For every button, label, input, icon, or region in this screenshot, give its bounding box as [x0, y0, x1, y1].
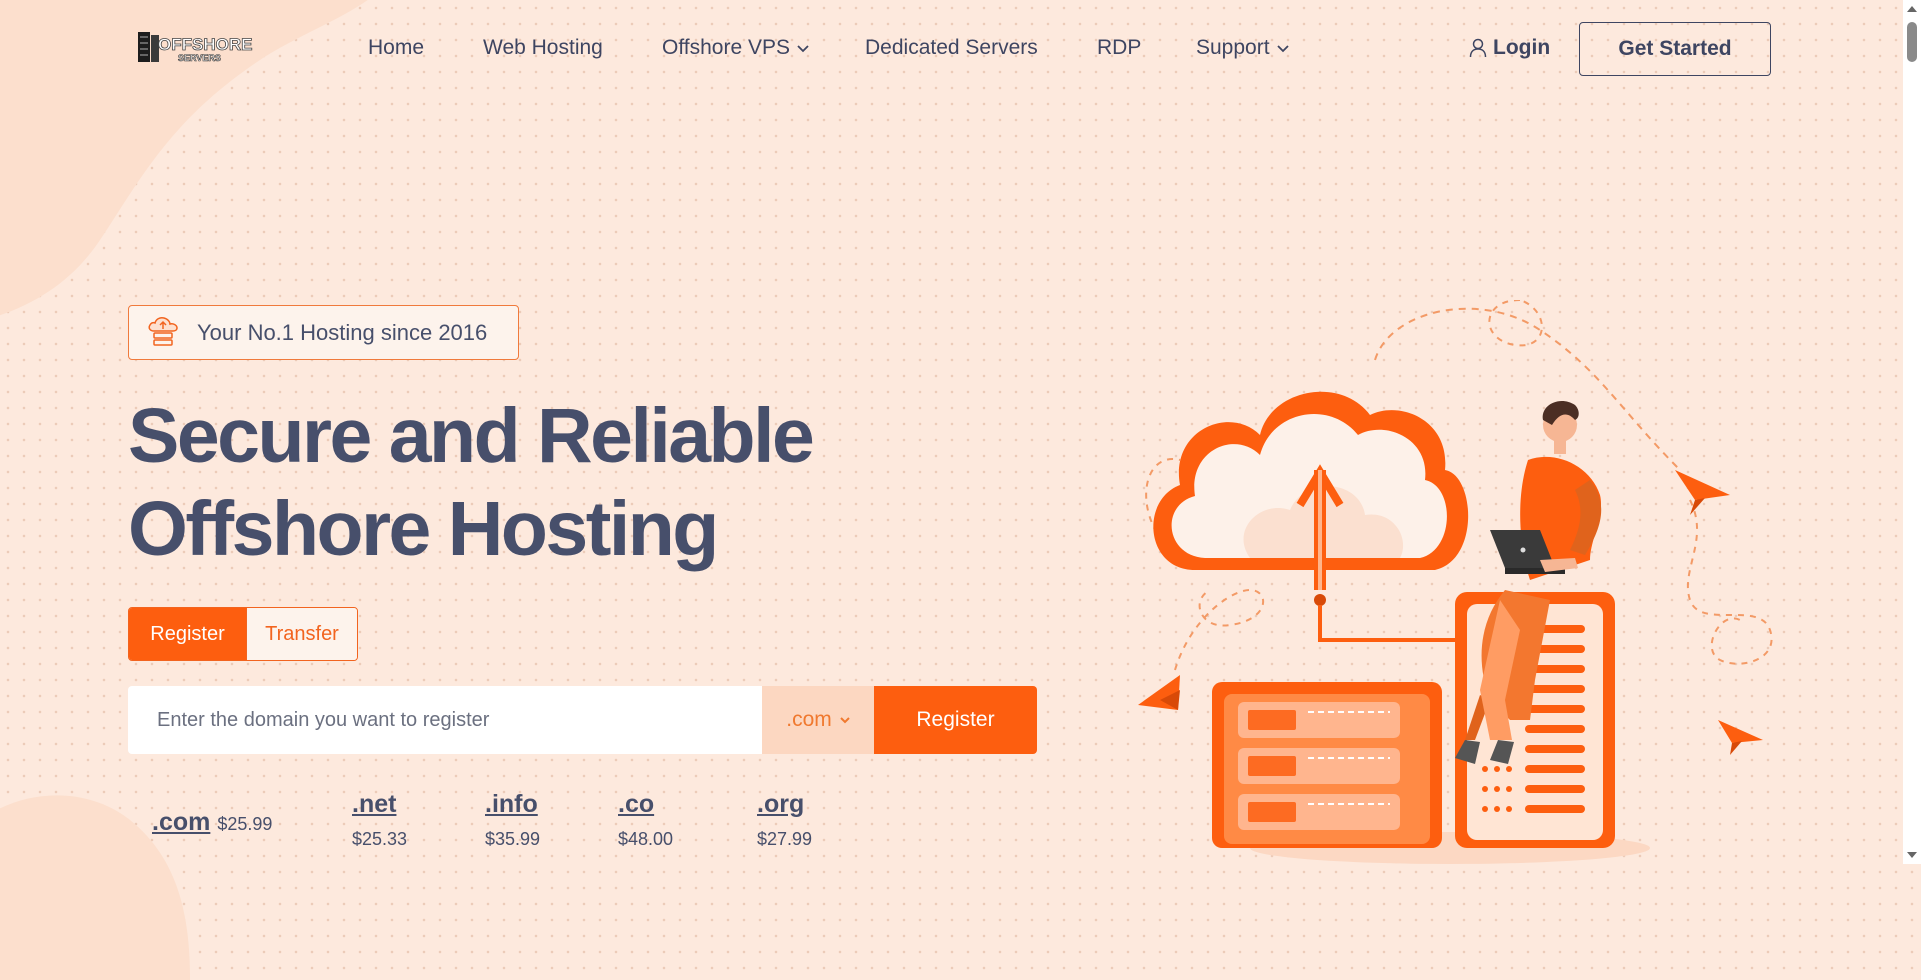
nav-rdp[interactable]: RDP — [1097, 36, 1141, 60]
cloud-server-icon — [148, 316, 178, 346]
nav-label: Web Hosting — [483, 36, 603, 59]
chevron-down-icon — [1276, 45, 1289, 53]
nav-web-hosting[interactable]: Web Hosting — [483, 36, 603, 60]
register-submit-button[interactable]: Register — [874, 686, 1037, 754]
nav-offshore-vps[interactable]: Offshore VPS — [662, 36, 810, 60]
tld-price: $35.99 — [485, 829, 541, 849]
tld-name[interactable]: .com — [152, 808, 211, 836]
svg-text:SERVERS: SERVERS — [178, 53, 221, 63]
nav-support[interactable]: Support — [1196, 36, 1290, 60]
domain-search-input[interactable] — [128, 686, 762, 754]
main-nav: Home Web Hosting Offshore VPS Dedicated … — [0, 0, 1921, 100]
domain-search: .com Register — [128, 686, 1037, 754]
user-icon — [1469, 38, 1487, 58]
tld-price: $48.00 — [618, 829, 674, 849]
tld-item: .com $25.99 — [152, 808, 272, 837]
nav-home[interactable]: Home — [368, 36, 424, 60]
tld-item: .net $25.33 — [352, 790, 407, 850]
page-scrollbar[interactable] — [1903, 0, 1921, 864]
badge-text: Your No.1 Hosting since 2016 — [197, 319, 488, 345]
tab-transfer[interactable]: Transfer — [246, 608, 357, 660]
tld-item: .co $48.00 — [618, 790, 673, 850]
brand-logo[interactable]: OFFSHORE SERVERS — [138, 30, 264, 66]
domain-tabs: Register Transfer — [128, 607, 358, 661]
nav-dedicated-servers[interactable]: Dedicated Servers — [865, 36, 1038, 60]
login-label: Login — [1493, 36, 1551, 59]
tld-name[interactable]: .net — [352, 790, 397, 818]
svg-text:OFFSHORE: OFFSHORE — [158, 35, 252, 54]
tld-select-value: .com — [786, 708, 832, 731]
tld-name[interactable]: .co — [618, 790, 655, 818]
hero-illustration — [1138, 300, 1773, 864]
hero-title-line1: Secure and Reliable — [128, 393, 815, 479]
hero-badge: Your No.1 Hosting since 2016 — [128, 305, 519, 360]
scroll-thumb[interactable] — [1907, 22, 1917, 62]
scroll-up-arrow[interactable] — [1907, 6, 1917, 12]
chevron-down-icon — [797, 45, 809, 53]
chevron-down-icon — [840, 717, 850, 724]
hero-title: Secure and Reliable Offshore Hosting — [128, 390, 888, 576]
tld-price: $27.99 — [757, 829, 813, 849]
nav-label: Offshore VPS — [662, 36, 791, 59]
hero-title-line2: Offshore Hosting — [128, 486, 719, 572]
nav-label: Home — [368, 36, 425, 59]
nav-label: Dedicated Servers — [865, 36, 1038, 59]
tld-price: $25.33 — [352, 829, 408, 849]
scroll-down-arrow[interactable] — [1907, 852, 1917, 858]
tld-item: .info $35.99 — [485, 790, 540, 850]
server-rack-icon: OFFSHORE SERVERS — [138, 32, 253, 63]
nav-label: RDP — [1097, 36, 1142, 59]
tld-item: .org $27.99 — [757, 790, 812, 850]
nav-label: Support — [1196, 36, 1270, 59]
get-started-button[interactable]: Get Started — [1579, 22, 1771, 76]
tld-select[interactable]: .com — [762, 686, 874, 754]
tld-price: $25.99 — [217, 814, 273, 834]
login-link[interactable]: Login — [1469, 36, 1550, 60]
tld-name[interactable]: .org — [757, 790, 805, 818]
tab-register[interactable]: Register — [129, 608, 246, 660]
tld-name[interactable]: .info — [485, 790, 538, 818]
